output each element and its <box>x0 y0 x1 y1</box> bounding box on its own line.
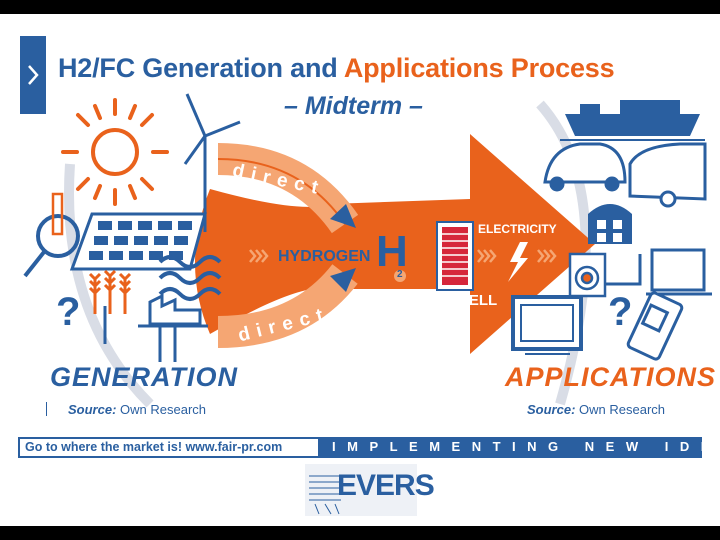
tv-icon <box>513 297 581 354</box>
question-mark-left: ? <box>56 290 80 335</box>
laptop-icon <box>646 250 712 294</box>
solar-panel-icon <box>72 214 205 269</box>
applications-label: APPLICATIONS <box>505 362 716 393</box>
generation-source: Source: Own Research <box>68 402 206 417</box>
divider-tick <box>46 402 47 416</box>
h2-symbol: H <box>376 230 408 274</box>
h2-subscript: 2 <box>397 269 403 280</box>
ship-icon <box>560 100 705 140</box>
sun-icon <box>63 100 167 204</box>
generation-label: GENERATION <box>50 362 238 393</box>
electricity-label: ELECTRICITY <box>478 222 557 236</box>
footer-tagline: IMPLEMENTING NEW IDEAS <box>332 439 700 454</box>
fuel-cell-icon <box>437 222 473 290</box>
applications-source: Source: Own Research <box>527 402 665 417</box>
hydrogen-label: HYDROGEN <box>278 248 370 266</box>
mobile-phone-icon <box>627 292 683 361</box>
factory-icon <box>138 296 208 362</box>
logo-text: EVERS <box>337 469 434 503</box>
question-mark-right: ? <box>608 290 632 335</box>
fuel-cell-label: FUEL CELL <box>415 292 497 309</box>
wheat-icon <box>90 271 130 314</box>
car-icon <box>545 144 625 190</box>
slide: H2/FC Generation and Applications Proces… <box>0 14 720 526</box>
footer-link-text[interactable]: Go to where the market is! www.fair-pr.c… <box>25 440 282 454</box>
washing-machine-icon <box>570 254 605 296</box>
test-tube-icon <box>53 194 62 234</box>
bus-icon <box>630 144 705 206</box>
